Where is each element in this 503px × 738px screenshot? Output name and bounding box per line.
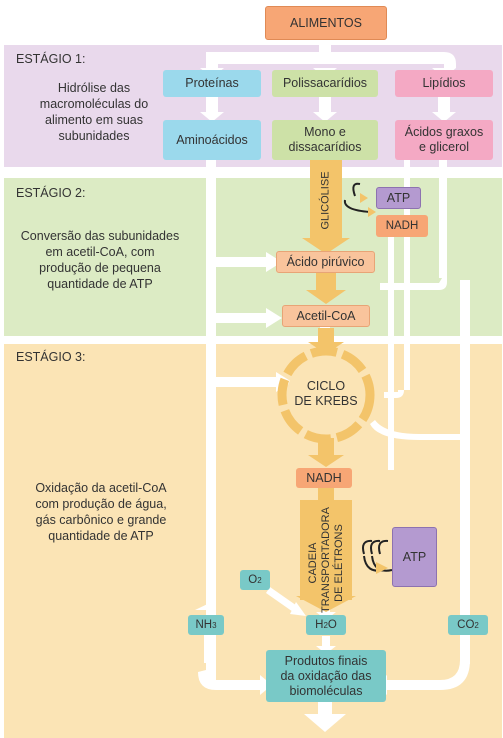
lipidios-box: Lipídios	[395, 70, 493, 97]
acido-piruvico-box: Ácido pirúvico	[276, 251, 375, 273]
proteinas-box: Proteínas	[163, 70, 261, 97]
atp-box-stage2: ATP	[376, 187, 421, 209]
alimentos-box: ALIMENTOS	[265, 6, 387, 40]
krebs-ring	[277, 346, 375, 444]
nadh-box-stage3: NADH	[296, 468, 352, 488]
glicolise-label: GLICÓLISE	[319, 171, 332, 230]
aminoacidos-box: Aminoácidos	[163, 120, 261, 160]
glicolise-arrow	[296, 160, 356, 612]
stage2-title: ESTÁGIO 2:	[16, 186, 86, 200]
stage1-title: ESTÁGIO 1:	[16, 52, 86, 66]
acetil-coa-box: Acetil-CoA	[282, 305, 370, 327]
stage3-title: ESTÁGIO 3:	[16, 350, 86, 364]
atp-box-stage3: ATP	[392, 527, 437, 587]
polissacaridios-box: Polissacarídios	[272, 70, 378, 97]
nadh-box-stage2: NADH	[376, 215, 428, 237]
